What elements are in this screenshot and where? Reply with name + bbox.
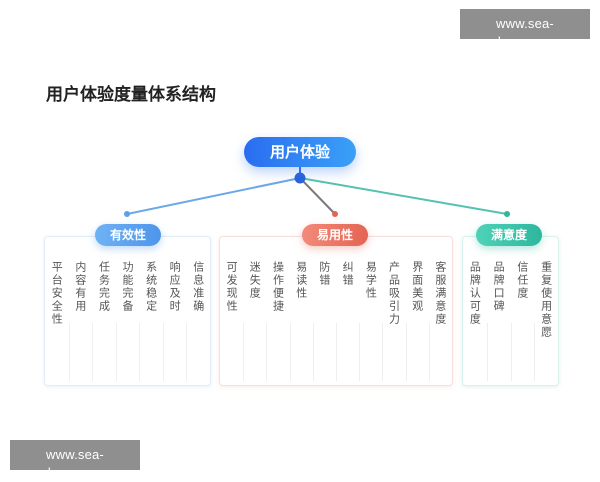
leaf-column: 功能完备: [115, 261, 140, 385]
leaf-column: 品牌认可度: [463, 261, 487, 385]
leaf-column: 任务完成: [92, 261, 116, 385]
leaf-item: 信息准确: [191, 261, 205, 313]
leaf-item: 客服满意度: [433, 261, 447, 326]
leaf-item: 品牌口碑: [492, 261, 506, 313]
leaf-item: 平台安全性: [50, 261, 64, 326]
link-root-usability: [299, 177, 336, 215]
leaf-item: 任务完成: [97, 261, 111, 313]
leaf-column: 平台安全性: [45, 261, 69, 385]
leaf-column: 易学性: [359, 261, 382, 385]
leaf-column: 客服满意度: [428, 261, 452, 385]
category-satisfaction: 满意度: [476, 224, 542, 246]
root-node-user-experience: 用户体验: [244, 137, 356, 167]
usability-node-dot: [332, 211, 338, 217]
leaf-column: 可发现性: [220, 261, 243, 385]
leaf-item: 操作便捷: [271, 261, 285, 313]
leaf-column: 易读性: [289, 261, 313, 385]
leaf-column: 响应及时: [162, 261, 187, 385]
leaf-item: 防错: [317, 261, 331, 287]
effectiveness-node-dot: [124, 211, 130, 217]
panel-usability: 可发现性迷失度操作便捷易读性防错纠错易学性产品吸引力界面美观客服满意度: [219, 236, 453, 386]
link-root-effectiveness: [126, 177, 301, 215]
watermark-bottom: www.sea-lang.com: [10, 440, 140, 480]
satisfaction-node-dot: [504, 211, 510, 217]
leaf-item: 易读性: [294, 261, 308, 300]
leaf-item: 迷失度: [248, 261, 262, 300]
leaf-item: 信任度: [515, 261, 529, 300]
leaf-item: 重复使用意愿: [539, 261, 553, 339]
page-title: 用户体验度量体系结构: [46, 85, 216, 105]
leaf-column: 防错: [312, 261, 336, 385]
leaf-column: 系统稳定: [139, 261, 163, 385]
usability-items: 可发现性迷失度操作便捷易读性防错纠错易学性产品吸引力界面美观客服满意度: [220, 261, 452, 385]
panel-satisfaction: 品牌认可度品牌口碑信任度重复使用意愿: [462, 236, 559, 386]
leaf-column: 界面美观: [405, 261, 429, 385]
leaf-item: 响应及时: [168, 261, 182, 313]
leaf-column: 信任度: [510, 261, 535, 385]
leaf-item: 系统稳定: [144, 261, 158, 313]
leaf-column: 内容有用: [68, 261, 93, 385]
leaf-item: 界面美观: [410, 261, 424, 313]
watermark-top: www.sea-lang.com: [460, 9, 590, 49]
leaf-item: 功能完备: [121, 261, 135, 313]
link-root-satisfaction: [299, 177, 508, 215]
leaf-item: 品牌认可度: [468, 261, 482, 326]
leaf-item: 纠错: [341, 261, 355, 287]
leaf-column: 品牌口碑: [486, 261, 511, 385]
leaf-item: 易学性: [364, 261, 378, 300]
leaf-column: 信息准确: [186, 261, 210, 385]
leaf-item: 内容有用: [73, 261, 87, 313]
effectiveness-items: 平台安全性内容有用任务完成功能完备系统稳定响应及时信息准确: [45, 261, 210, 385]
leaf-item: 产品吸引力: [387, 261, 401, 326]
leaf-column: 操作便捷: [266, 261, 289, 385]
leaf-item: 可发现性: [225, 261, 239, 313]
root-node-dot: [294, 172, 306, 184]
leaf-column: 迷失度: [243, 261, 266, 385]
leaf-column: 产品吸引力: [382, 261, 405, 385]
leaf-column: 纠错: [336, 261, 359, 385]
category-effectiveness: 有效性: [95, 224, 161, 246]
panel-effectiveness: 平台安全性内容有用任务完成功能完备系统稳定响应及时信息准确: [44, 236, 211, 386]
satisfaction-items: 品牌认可度品牌口碑信任度重复使用意愿: [463, 261, 558, 385]
leaf-column: 重复使用意愿: [534, 261, 558, 385]
category-usability: 易用性: [302, 224, 368, 246]
